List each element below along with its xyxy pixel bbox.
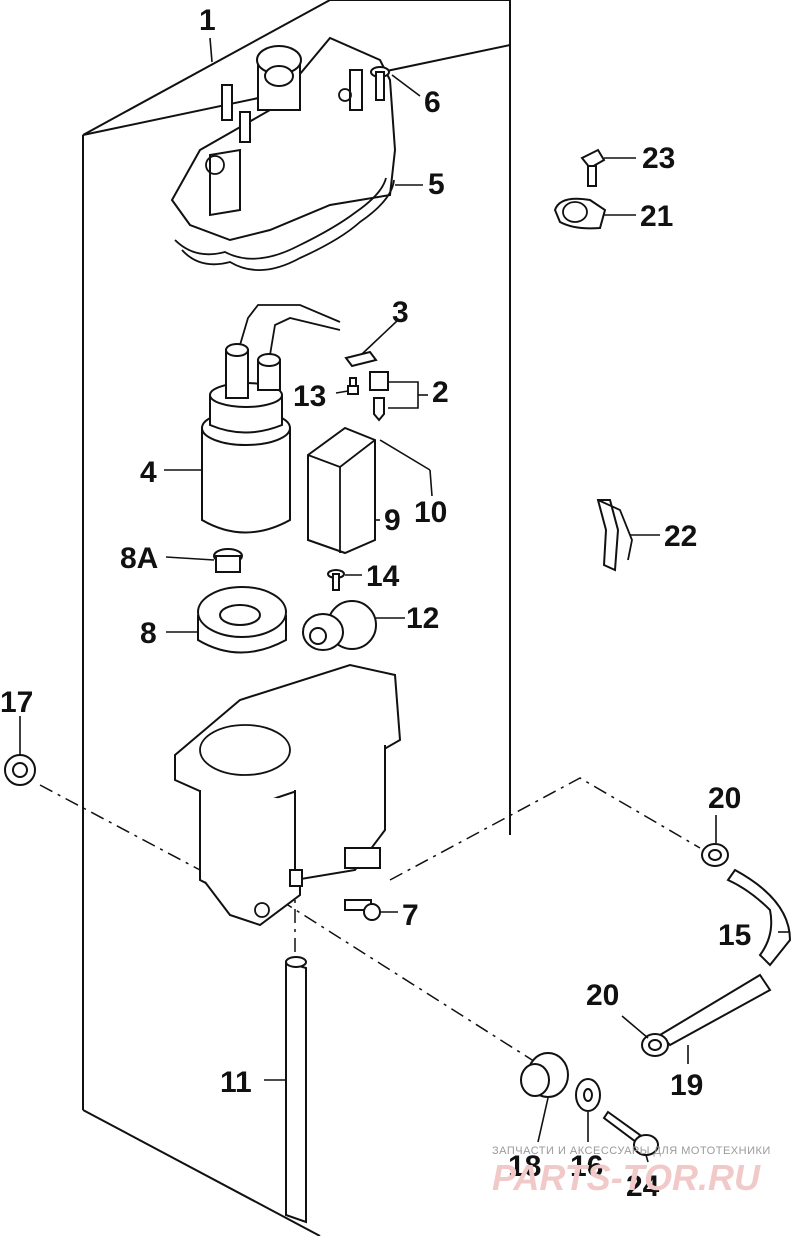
label-23: 23: [642, 142, 675, 175]
label-6: 6: [424, 86, 441, 119]
label-19: 19: [670, 1069, 703, 1102]
label-20-lower: 20: [586, 979, 619, 1012]
label-16: 16: [570, 1150, 603, 1183]
clip-3: [344, 350, 378, 368]
label-13: 13: [293, 380, 326, 413]
screw-23: [580, 148, 606, 187]
clamp-21: [553, 197, 607, 230]
label-9: 9: [384, 504, 401, 537]
screw-6: [370, 66, 390, 101]
pump-cover: [170, 36, 397, 271]
watermark-brand: PARTS-TOR.RU: [492, 1157, 761, 1198]
hose-15: [726, 868, 792, 967]
label-5: 5: [428, 168, 445, 201]
screw-14: [327, 569, 345, 591]
grommet-17: [4, 754, 36, 786]
clamp-20-lower: [641, 1033, 669, 1057]
strainer-8a: [213, 548, 243, 573]
filter-9: [307, 426, 431, 555]
screw-13: [347, 377, 359, 395]
label-11: 11: [220, 1066, 252, 1099]
watermark-tagline: ЗАПЧАСТИ И АКСЕССУАРЫ ДЛЯ МОТОТЕХНИКИ: [492, 1145, 771, 1157]
grommet-18: [520, 1052, 569, 1098]
label-20-upper: 20: [708, 782, 741, 815]
label-4: 4: [140, 456, 157, 489]
hose-19: [658, 973, 772, 1047]
watermark: ЗАПЧАСТИ И АКСЕССУАРЫ ДЛЯ МОТОТЕХНИКИ PA…: [492, 1145, 771, 1198]
holder-8: [197, 586, 287, 654]
washer-16: [575, 1078, 601, 1112]
label-8: 8: [140, 617, 157, 650]
label-21: 21: [640, 200, 673, 233]
regulator-12: [302, 600, 377, 651]
leader-lines: [19, 37, 790, 1163]
label-18: 18: [508, 1150, 541, 1183]
label-14: 14: [366, 560, 400, 593]
clamp-20-upper: [701, 843, 729, 867]
label-8a: 8A: [120, 542, 158, 575]
label-3: 3: [392, 296, 409, 329]
bracket-22: [596, 499, 633, 572]
fitting-2: [369, 371, 389, 422]
label-10: 10: [414, 496, 447, 529]
bolt-7: [344, 899, 381, 921]
label-17: 17: [0, 686, 33, 719]
label-12: 12: [406, 602, 439, 635]
fuel-tank-housing: [174, 663, 402, 927]
label-24: 24: [626, 1170, 660, 1203]
label-15: 15: [718, 919, 751, 952]
label-1: 1: [199, 4, 216, 37]
label-7: 7: [402, 899, 419, 932]
bolt-24: [602, 1110, 659, 1156]
fuel-pump-motor: [201, 304, 341, 534]
label-2: 2: [432, 376, 449, 409]
label-22: 22: [664, 520, 697, 553]
part-labels: 1 6 5 23 21 3 13 2 4 9 10 22 8A 14 8 12 …: [0, 4, 751, 1203]
hose-11: [285, 956, 307, 1224]
